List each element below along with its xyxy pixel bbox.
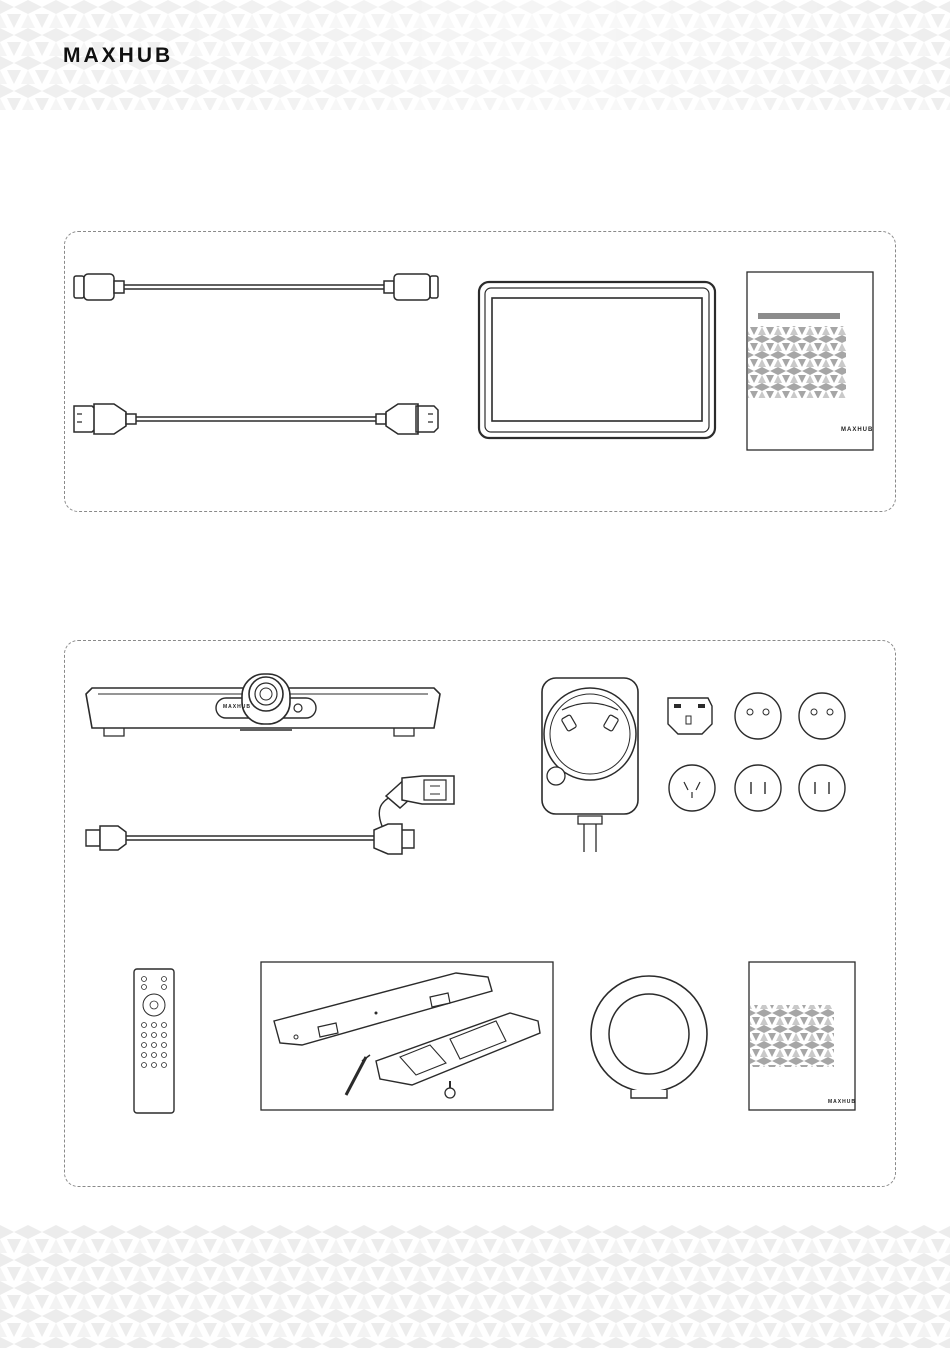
wall-mount-kit-icon	[260, 961, 556, 1113]
manual-booklet-icon: MAXHUB	[746, 271, 874, 451]
background-pattern-bottom	[0, 1225, 950, 1348]
manual-brand-label: MAXHUB	[841, 427, 873, 433]
manual-brand-label: MAXHUB	[828, 1099, 856, 1105]
hdmi-cable-icon	[72, 402, 442, 436]
usb-hdmi-combo-cable-icon	[84, 770, 464, 860]
plug-adapters-icon	[660, 690, 860, 820]
video-bar-camera-icon: MAXHUB	[84, 670, 444, 742]
video-bar-brand-label: MAXHUB	[223, 704, 251, 710]
power-adapter-icon	[540, 676, 650, 856]
manual-booklet-icon: MAXHUB	[748, 961, 858, 1113]
brand-logo: MAXHUB	[63, 44, 173, 68]
touch-panel-icon	[477, 280, 717, 440]
lens-cover-icon	[587, 972, 711, 1106]
remote-control-icon	[132, 967, 176, 1115]
usb-c-cable-icon	[72, 272, 442, 312]
